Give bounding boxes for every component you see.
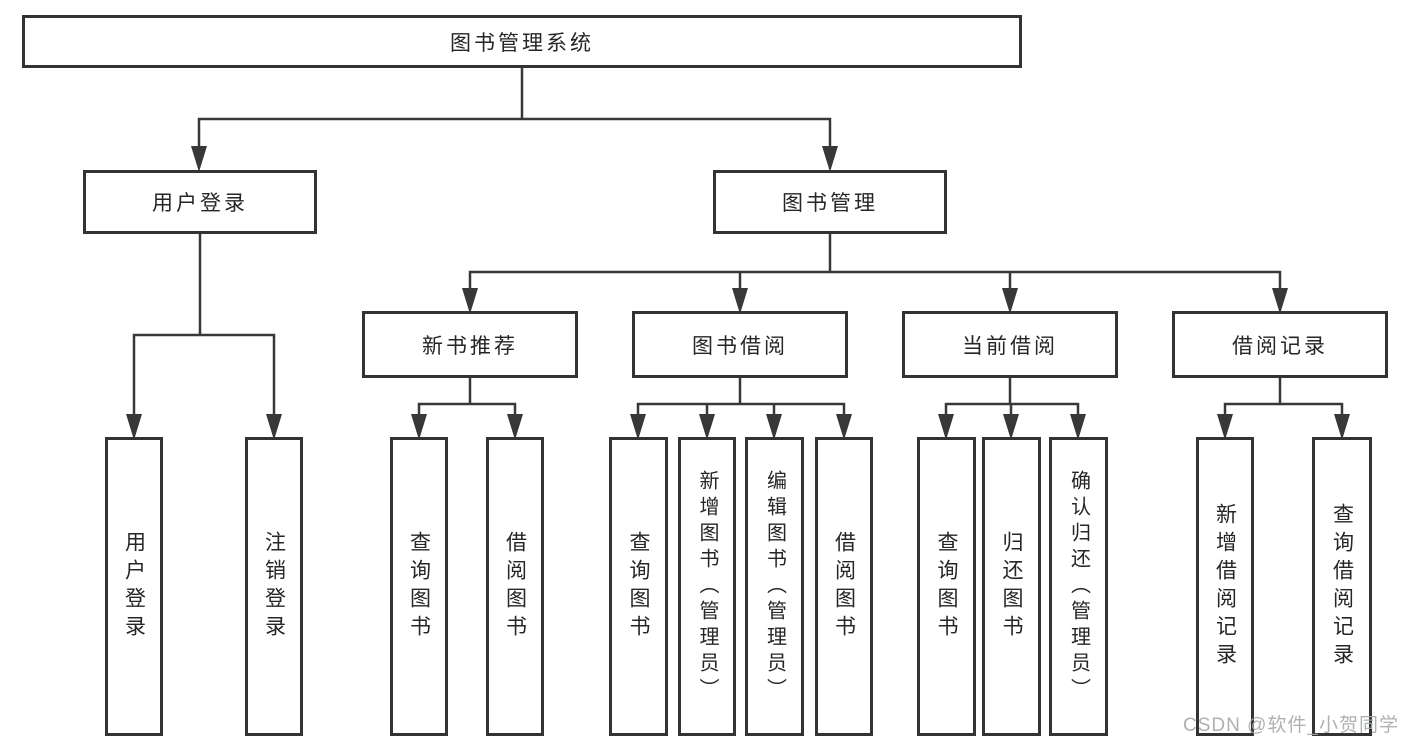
arrowhead-icon [699,414,715,440]
leaf-label: 查询图书 [407,530,431,643]
node-root-library-system: 图书管理系统 [22,15,1022,68]
leaf-label: 确认归还（管理员） [1067,469,1090,704]
leaf-label: 查询图书 [627,530,650,643]
arrowhead-icon [836,414,852,440]
leaf-label: 借阅图书 [503,530,527,643]
connector-lines [132,68,1344,418]
node-user-login: 用户登录 [83,170,317,234]
leaf-add-books-admin: 新增图书（管理员） [678,437,736,736]
arrowhead-icon [507,414,523,440]
arrowhead-icon [462,288,478,314]
arrowhead-icon [630,414,646,440]
node-new-book-recommend: 新书推荐 [362,311,578,378]
arrowhead-icon [266,414,282,440]
csdn-watermark: CSDN @软件_小贺同学 [1183,715,1399,736]
leaf-query-borrow-record: 查询借阅记录 [1312,437,1372,736]
leaf-user-login: 用户登录 [105,437,163,736]
leaf-label: 归还图书 [1000,530,1023,643]
leaf-query-books-recommend: 查询图书 [390,437,448,736]
arrowhead-icon [1070,414,1086,440]
arrowhead-icon [411,414,427,440]
leaf-edit-books-admin: 编辑图书（管理员） [745,437,804,736]
arrowhead-icon [1217,414,1233,440]
arrowhead-icon [732,288,748,314]
arrowhead-icon [1334,414,1350,440]
leaf-label: 用户登录 [122,530,146,643]
leaf-query-books-borrow: 查询图书 [609,437,668,736]
leaf-add-borrow-record: 新增借阅记录 [1196,437,1254,736]
node-current-borrow: 当前借阅 [902,311,1118,378]
leaf-query-books-current: 查询图书 [917,437,976,736]
leaf-label: 新增图书（管理员） [696,469,718,704]
node-label: 用户登录 [152,192,248,215]
leaf-label: 查询图书 [935,530,958,643]
arrowheads [126,146,1350,440]
node-label: 新书推荐 [422,334,518,358]
arrowhead-icon [191,146,207,172]
node-borrow-records: 借阅记录 [1172,311,1388,378]
arrowhead-icon [126,414,142,440]
node-book-borrow: 图书借阅 [632,311,848,378]
node-book-management: 图书管理 [713,170,947,234]
node-label: 借阅记录 [1232,334,1328,358]
arrowhead-icon [938,414,954,440]
leaf-return-books: 归还图书 [982,437,1041,736]
arrowhead-icon [822,146,838,172]
node-label: 图书管理系统 [450,31,594,55]
leaf-label: 编辑图书（管理员） [763,469,786,704]
node-label: 图书借阅 [692,334,788,358]
node-label: 当前借阅 [962,334,1058,358]
leaf-label: 借阅图书 [832,530,856,643]
arrowhead-icon [766,414,782,440]
leaf-label: 新增借阅记录 [1213,502,1237,671]
leaf-logout: 注销登录 [245,437,303,736]
arrowhead-icon [1003,414,1019,440]
leaf-confirm-return-admin: 确认归还（管理员） [1049,437,1108,736]
node-label: 图书管理 [782,192,878,215]
arrowhead-icon [1002,288,1018,314]
leaf-borrow-books-recommend: 借阅图书 [486,437,544,736]
leaf-borrow-books: 借阅图书 [815,437,873,736]
leaf-label: 注销登录 [262,530,286,643]
arrowhead-icon [1272,288,1288,314]
leaf-label: 查询借阅记录 [1330,502,1354,671]
